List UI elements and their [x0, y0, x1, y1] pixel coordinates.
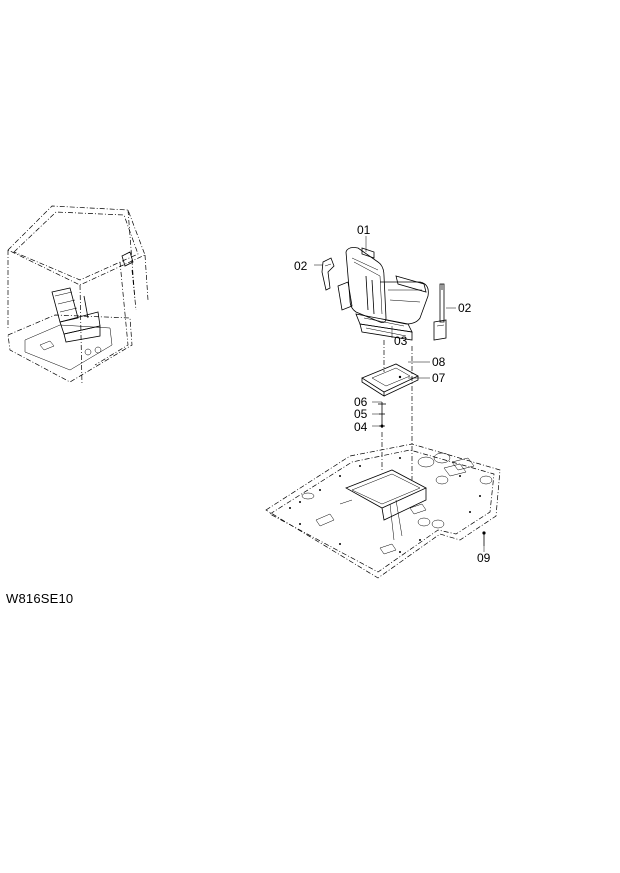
cab-overview-illustration — [7, 205, 149, 386]
floor-screw — [482, 531, 486, 546]
operator-seat — [337, 247, 429, 341]
seat-belt-buckle — [433, 283, 447, 341]
callout-leader-lines — [314, 236, 485, 552]
seat-mount-plate — [361, 363, 419, 397]
callout-01: 01 — [357, 223, 371, 237]
drawing-code-label: W816SE10 — [6, 591, 74, 606]
callout-09: 09 — [477, 551, 491, 565]
cab-floor-plate — [265, 443, 501, 579]
callout-05: 05 — [354, 407, 368, 421]
callout-02-right: 02 — [458, 301, 472, 315]
callout-02-left: 02 — [294, 259, 308, 273]
bolt-stack — [378, 402, 386, 428]
callout-08: 08 — [432, 355, 446, 369]
callout-06: 06 — [354, 395, 368, 409]
callout-03: 03 — [394, 334, 408, 348]
callout-labels: 01 02 02 03 08 07 06 05 04 09 — [294, 223, 491, 565]
callout-04: 04 — [354, 420, 368, 434]
assembly-axis-lines — [381, 340, 413, 480]
callout-07: 07 — [432, 371, 446, 385]
left-armrest-lever — [321, 257, 335, 291]
